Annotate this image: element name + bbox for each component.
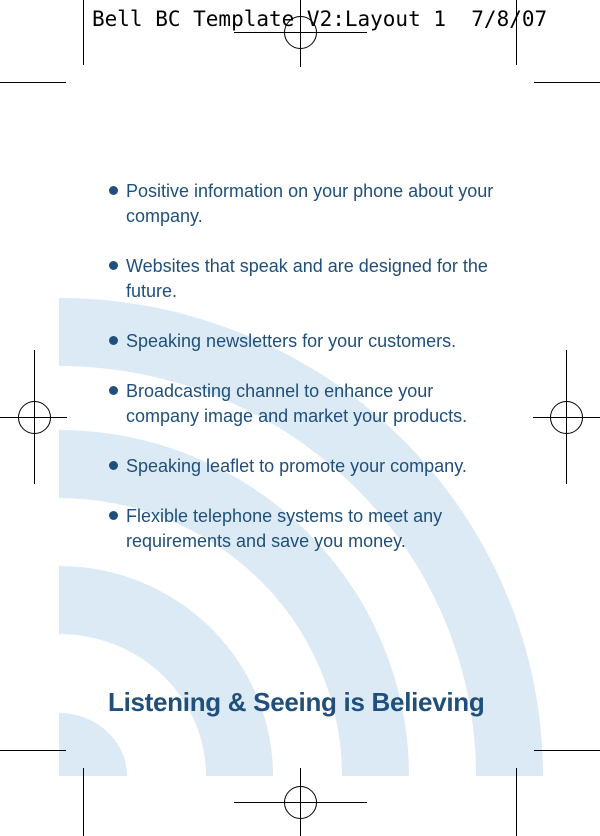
printer-slug-header: Bell BC Template V2:Layout 1 7/8/07: [92, 7, 548, 31]
signal-arc-2: [59, 430, 409, 776]
bullet-item: Positive information on your phone about…: [108, 179, 503, 229]
signal-arc-3: [59, 298, 543, 776]
signal-dot: [59, 713, 127, 776]
feature-bullet-list: Positive information on your phone about…: [108, 179, 503, 579]
bullet-item: Broadcasting channel to enhance your com…: [108, 379, 503, 429]
bullet-item: Websites that speak and are designed for…: [108, 254, 503, 304]
tagline-heading: Listening & Seeing is Believing: [108, 687, 485, 717]
signal-arc-1: [59, 566, 273, 776]
bullet-item: Flexible telephone systems to meet any r…: [108, 504, 503, 554]
bullet-item: Speaking leaflet to promote your company…: [108, 454, 503, 479]
bullet-item: Speaking newsletters for your customers.: [108, 329, 503, 354]
